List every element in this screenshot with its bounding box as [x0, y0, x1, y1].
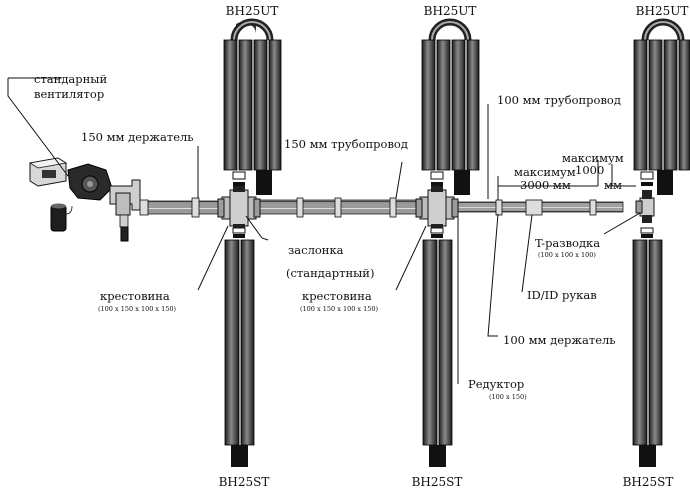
damper-collar-1 [296, 197, 304, 218]
unit-bottom-1 [224, 227, 255, 467]
cross-2-spec: (100 x 150 x 100 x 150) [300, 305, 379, 313]
unit-bottom-2-label: BH25ST [412, 475, 463, 489]
cross-fitting-2 [415, 185, 459, 231]
tee-fitting [635, 190, 655, 223]
cross-fitting-1 [217, 185, 261, 231]
pipe-collar [389, 197, 397, 218]
damper-collar-2 [334, 197, 342, 218]
cross-2-label: крестовина [302, 289, 372, 303]
reducer-label: Редуктор [468, 377, 524, 391]
fan-assembly [28, 157, 149, 242]
unit-top-3 [633, 18, 690, 195]
holder-150-label: 150 мм держатель [81, 130, 194, 144]
unit-top-1 [223, 18, 282, 195]
damper-label-line1: заслонка [288, 243, 344, 257]
holder-100-collar [495, 199, 503, 216]
cross-1-label: крестовина [100, 289, 170, 303]
pipe-150-left [147, 200, 224, 215]
max-3000-line1: максимум [514, 165, 576, 179]
unit-top-2-label: BH25UT [424, 4, 477, 18]
unit-bottom-3-label: BH25ST [623, 475, 674, 489]
reducer-spec: (100 x 150) [489, 393, 527, 401]
max-3000-line2: 3000 мм [520, 178, 571, 192]
max-1000-line1: максимум [562, 151, 624, 165]
pipe-100-label: 100 мм трубопровод [497, 93, 621, 107]
cross-1-spec: (100 x 150 x 100 x 150) [98, 305, 177, 313]
leader-lines [7, 77, 641, 384]
sleeve-label: ID/ID рукав [527, 288, 597, 302]
pipe-150-label: 150 мм трубопровод [284, 137, 408, 151]
unit-top-1-label: BH25UT [226, 4, 279, 18]
unit-bottom-3 [632, 227, 663, 467]
pipe-collar-right [589, 199, 597, 216]
unit-bottom-2 [422, 227, 453, 467]
tee-label: T-разводка [535, 236, 600, 250]
unit-top-3-label: BH25UT [636, 4, 689, 18]
holder-150-collar [191, 197, 200, 218]
fan-cylinder [50, 204, 67, 232]
fan-label-line2: вентилятор [34, 87, 104, 101]
fan-label-line1: стандарный [34, 72, 107, 86]
holder-100-label: 100 мм держатель [503, 333, 616, 347]
max-1000-line3: мм [604, 178, 622, 192]
tee-spec: (100 x 100 x 100) [538, 251, 596, 259]
unit-top-2 [421, 18, 480, 195]
unit-bottom-1-label: BH25ST [219, 475, 270, 489]
labels: BH25UT BH25UT BH25UT BH25ST BH25ST BH25S… [34, 4, 688, 489]
max-1000-line2: 1000 [575, 163, 604, 177]
idid-sleeve [525, 199, 543, 216]
damper-label-line2: (стандартный) [286, 266, 374, 280]
